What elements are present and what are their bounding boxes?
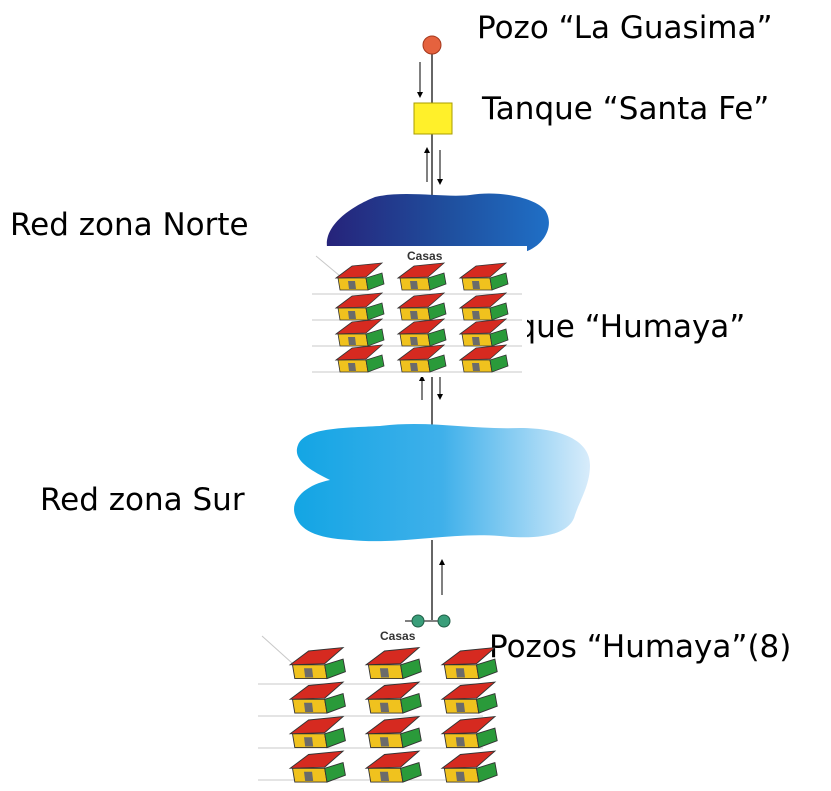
- pump-node-right: [437, 614, 451, 628]
- red-zona-norte-label: Red zona Norte: [10, 207, 249, 243]
- casas-block-1-title: Casas: [407, 249, 443, 263]
- casas-block-2-title: Casas: [380, 629, 416, 643]
- tanque-santa-fe-label: Tanque “Santa Fe”: [481, 91, 769, 127]
- casas-block-1: Casas: [312, 246, 527, 377]
- tank-santa-fe: [413, 102, 453, 135]
- red-zona-sur-shape: [294, 424, 590, 542]
- red-zona-sur-label: Red zona Sur: [40, 482, 245, 518]
- pump-node-left: [411, 614, 425, 628]
- red-zona-norte-shape: [326, 193, 549, 261]
- well-node: [422, 35, 442, 55]
- pozos-humaya-label: Pozos “Humaya”(8): [489, 629, 791, 665]
- pozo-label: Pozo “La Guasima”: [477, 10, 773, 46]
- casas-block-2: Casas: [258, 628, 498, 786]
